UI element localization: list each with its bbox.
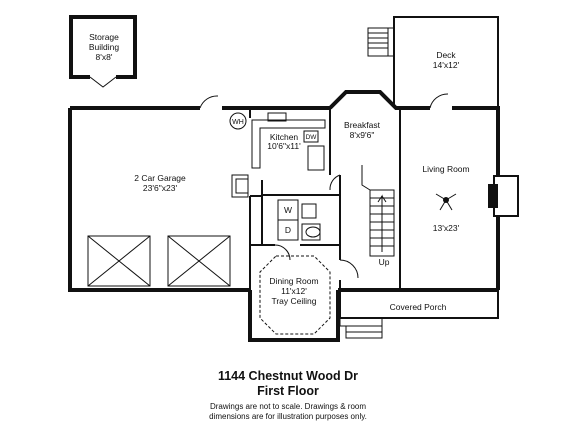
garage-name: 2 Car Garage <box>134 173 186 183</box>
dining-room-dims: 11'x12' <box>281 286 307 296</box>
dining-room-name: Dining Room <box>269 276 318 286</box>
stairs <box>361 165 395 257</box>
door-swings <box>274 174 359 279</box>
dishwasher-label: DW <box>306 134 318 141</box>
ceiling-fan-icon <box>435 193 457 211</box>
fireplace <box>488 175 519 217</box>
storage-name-line1: Storage <box>89 32 119 42</box>
garage-step <box>231 174 249 198</box>
garage-doors <box>87 235 231 287</box>
breakfast-dims: 8'x9'6" <box>350 130 375 140</box>
dryer-label: D <box>285 225 291 235</box>
stairs-up-label: Up <box>379 257 390 267</box>
storage-dims: 8'x8' <box>96 52 113 62</box>
water-heater-icon <box>229 112 247 130</box>
deck-name: Deck <box>436 50 456 60</box>
storage-building <box>69 15 137 88</box>
kitchen-cabinets <box>251 112 326 171</box>
floor-title: First Floor <box>257 384 319 398</box>
living-room-name: Living Room <box>422 164 469 174</box>
covered-porch-name: Covered Porch <box>390 302 447 312</box>
house-walls <box>68 90 500 342</box>
washer-label: W <box>284 205 292 215</box>
water-heater-label: WH <box>232 119 244 126</box>
deck-dims: 14'x12' <box>433 60 460 70</box>
interior-walls <box>249 108 401 290</box>
disclaimer-line2: dimensions are for illustration purposes… <box>209 412 367 421</box>
laundry-area <box>277 199 321 241</box>
address-title: 1144 Chestnut Wood Dr <box>218 369 358 383</box>
garage-dims: 23'6"x23' <box>143 183 178 193</box>
deck <box>367 16 499 106</box>
covered-porch <box>339 290 499 339</box>
kitchen-dims: 10'6"x11' <box>267 141 301 151</box>
tray-ceiling-outline <box>259 255 331 335</box>
living-room-dims: 13'x23' <box>433 223 460 233</box>
dining-room-feature: Tray Ceiling <box>271 296 316 306</box>
breakfast-name: Breakfast <box>344 120 381 130</box>
kitchen-name: Kitchen <box>270 132 299 142</box>
disclaimer-line1: Drawings are not to scale. Drawings & ro… <box>210 402 366 411</box>
storage-name-line2: Building <box>89 42 120 52</box>
